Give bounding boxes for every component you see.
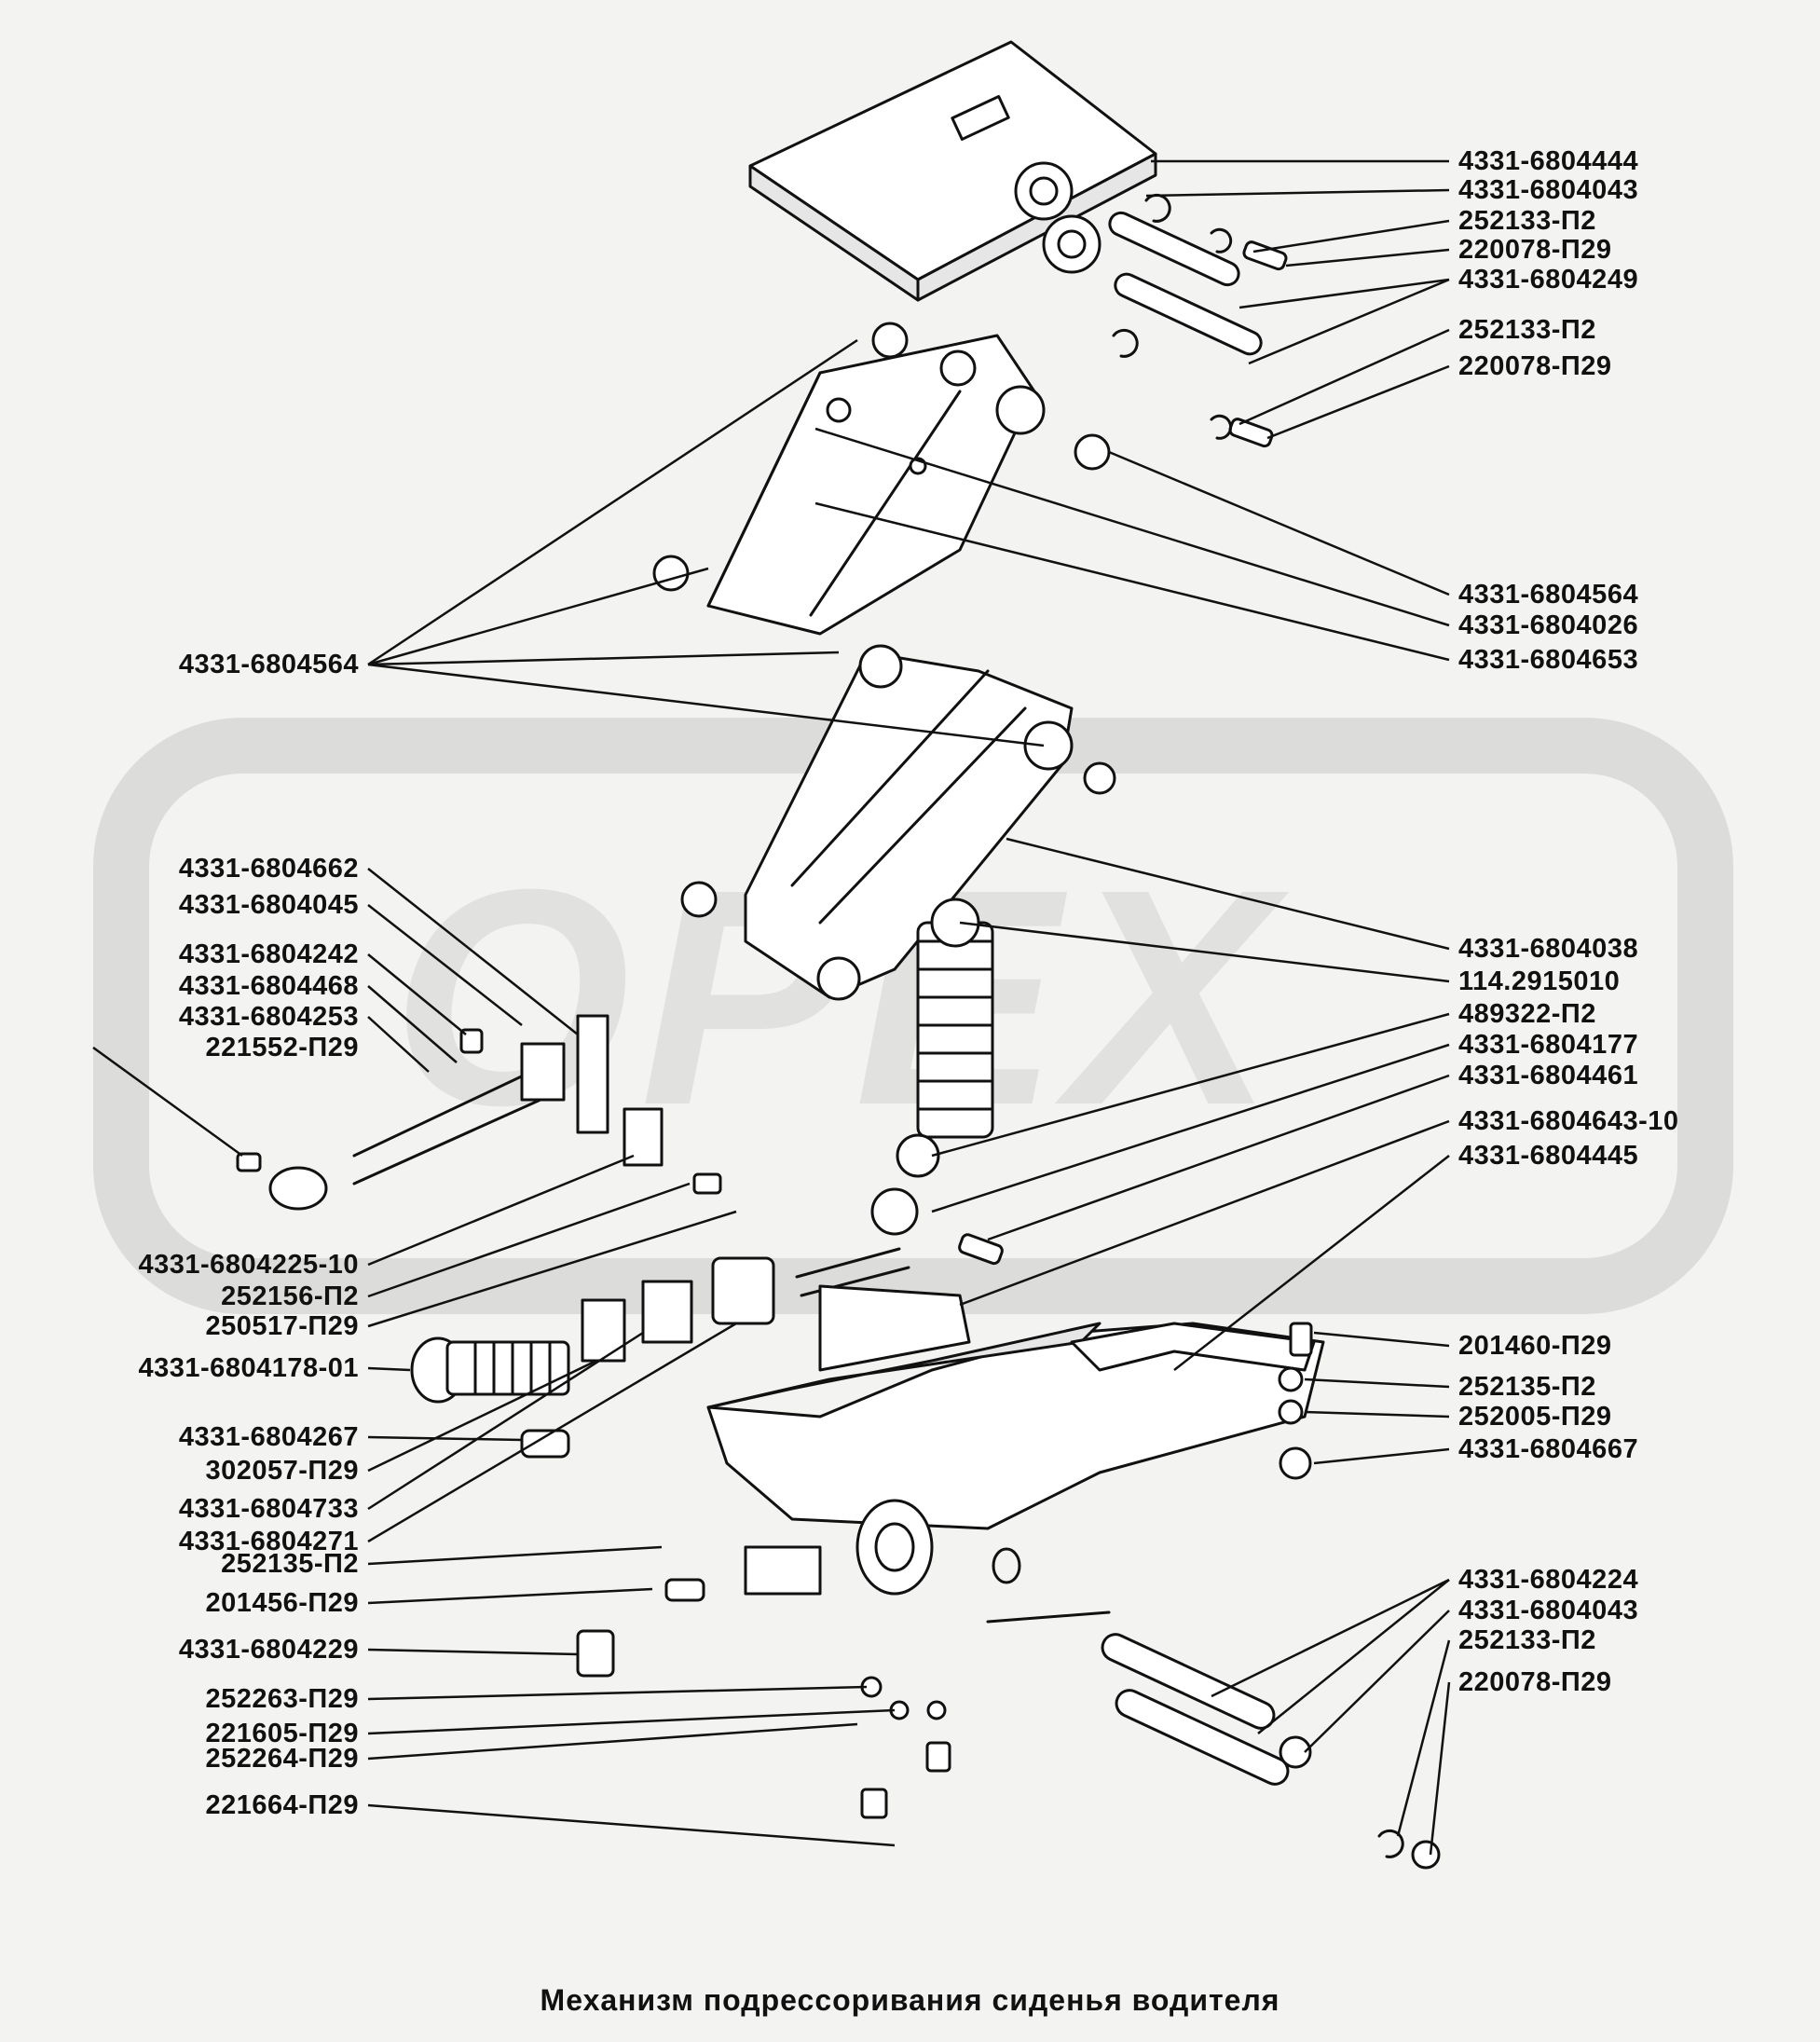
part-label: 252133-П2 [1458, 315, 1596, 345]
part-label: 4331-6804662 [178, 854, 359, 884]
leader-lines [92, 159, 1451, 1856]
part-label: 114.2915010 [1458, 966, 1621, 996]
shock-absorber [896, 898, 994, 1178]
part-label: 201456-П29 [205, 1588, 359, 1618]
part-label: 4331-6804249 [1458, 265, 1639, 295]
part-label: 221664-П29 [205, 1790, 359, 1820]
part-label: 220078-П29 [1458, 235, 1612, 265]
part-label: 4331-6804667 [1458, 1434, 1639, 1464]
part-label: 4331-6804242 [178, 939, 359, 969]
adjust-lever [268, 1014, 609, 1211]
part-label: 4331-6804038 [1458, 934, 1639, 964]
part-label: 302057-П29 [205, 1456, 359, 1486]
part-label: 4331-6804043 [1458, 175, 1639, 205]
part-label: 220078-П29 [1458, 351, 1612, 381]
adjusting-knob [410, 1256, 775, 1459]
part-label: 252135-П2 [1458, 1372, 1596, 1402]
part-label: 4331-6804271 [178, 1527, 359, 1556]
part-label: 4331-6804177 [1458, 1030, 1639, 1060]
part-label: 4331-6804564 [178, 650, 359, 679]
part-label: 250517-П29 [205, 1311, 359, 1341]
part-label: 252133-П2 [1458, 1625, 1596, 1655]
upper-link-frame [652, 322, 1111, 636]
upper-pins [1108, 193, 1288, 448]
part-label: 252005-П29 [1458, 1402, 1612, 1432]
small-fasteners [236, 1028, 1313, 1819]
part-label: 4331-6804043 [1458, 1596, 1639, 1625]
part-label: 252135-П2 [221, 1549, 359, 1579]
part-label: 4331-6804026 [1458, 610, 1639, 640]
seat-base-frame [706, 1322, 1325, 1624]
part-label: 221605-П29 [205, 1719, 359, 1748]
part-label: 489322-П2 [1458, 999, 1596, 1029]
part-label: 4331-6804733 [178, 1494, 359, 1524]
part-label: 4331-6804253 [178, 1002, 359, 1032]
part-label: 4331-6804267 [178, 1422, 359, 1452]
part-label: 4331-6804178-01 [138, 1353, 359, 1383]
part-label: 4331-6804564 [1458, 580, 1639, 610]
part-label: 4331-6804229 [178, 1635, 359, 1665]
part-label: 4331-6804224 [1458, 1565, 1639, 1595]
part-label: 252263-П29 [205, 1684, 359, 1714]
part-label: 4331-6804461 [1458, 1061, 1639, 1090]
part-label: 4331-6804225-10 [138, 1250, 359, 1280]
part-label: 252133-П2 [1458, 206, 1596, 236]
part-label: 4331-6804468 [178, 971, 359, 1001]
figure-caption: Механизм подрессоривания сиденья водител… [540, 1983, 1280, 2017]
part-label: 4331-6804445 [1458, 1141, 1639, 1171]
part-label: 221552-П29 [205, 1033, 359, 1062]
part-label: 4331-6804045 [178, 890, 359, 920]
lower-link-arm [680, 644, 1116, 1001]
lower-pins [1101, 1633, 1441, 1870]
part-label: 4331-6804643-10 [1458, 1106, 1679, 1136]
part-label: 201460-П29 [1458, 1331, 1612, 1361]
upper-seat-plate [748, 40, 1157, 302]
part-label: 4331-6804653 [1458, 645, 1639, 675]
part-label: 252264-П29 [205, 1744, 359, 1774]
part-label: 4331-6804444 [1458, 146, 1639, 176]
part-label: 252156-П2 [221, 1281, 359, 1311]
part-label: 220078-П29 [1458, 1667, 1612, 1697]
